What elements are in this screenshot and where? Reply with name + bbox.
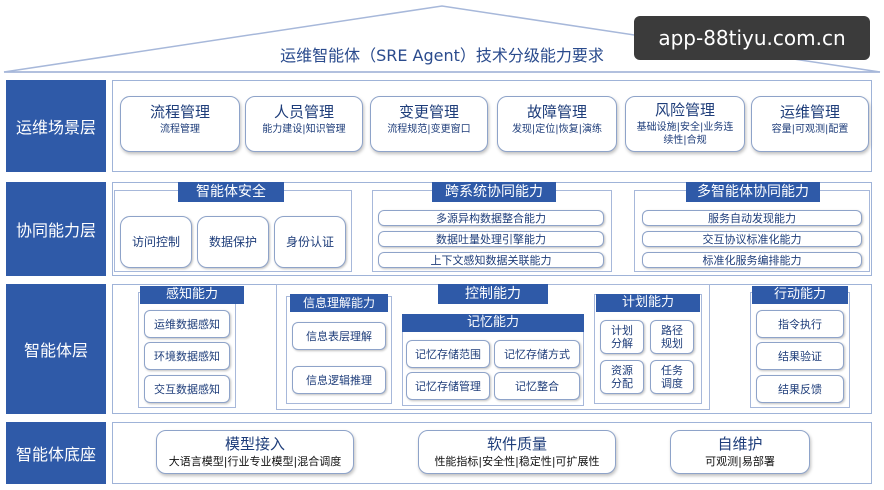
base-item-title: 自维护	[717, 435, 763, 453]
memory-item: 记忆存储范围	[406, 340, 490, 368]
action-item: 指令执行	[756, 310, 844, 338]
scene-item-title: 故障管理	[526, 103, 587, 121]
base-item-sub: 可观测|易部署	[705, 455, 775, 468]
base-item-sub: 性能指标|安全性|稳定性|可扩展性	[434, 455, 600, 468]
planning-header: 计划能力	[596, 294, 700, 312]
base-item: 模型接入 大语言模型|行业专业模型|混合调度	[156, 430, 354, 474]
memory-header: 记忆能力	[402, 314, 584, 332]
scene-item-title: 风险管理	[654, 101, 715, 119]
watermark: app-88tiyu.com.cn	[634, 16, 870, 60]
layer-label-collab: 协同能力层	[6, 182, 106, 276]
layer-label-scene: 运维场景层	[6, 80, 106, 172]
scene-item: 运维管理 容量|可观测|配置	[751, 96, 869, 152]
scene-item-title: 人员管理	[273, 103, 334, 121]
base-item-sub: 大语言模型|行业专业模型|混合调度	[168, 455, 342, 468]
cross-system-header: 跨系统协同能力	[432, 182, 556, 202]
security-header: 智能体安全	[178, 182, 284, 202]
planning-item: 路径规划	[650, 320, 694, 354]
base-item-title: 模型接入	[224, 435, 285, 453]
base-item: 自维护 可观测|易部署	[670, 430, 810, 474]
perception-item: 运维数据感知	[144, 310, 230, 338]
scene-item-sub: 流程管理	[160, 124, 200, 135]
scene-item-sub: 能力建设|知识管理	[262, 124, 346, 135]
multi-agent-item: 标准化服务编排能力	[642, 252, 862, 268]
memory-item: 记忆整合	[494, 372, 580, 400]
action-item: 结果反馈	[756, 375, 844, 403]
security-item: 数据保护	[197, 216, 269, 268]
action-item: 结果验证	[756, 342, 844, 370]
scene-item: 变更管理 流程规范|变更窗口	[370, 96, 488, 152]
perception-item: 环境数据感知	[144, 342, 230, 370]
layer-label-base: 智能体底座	[6, 422, 106, 484]
planning-item: 资源分配	[600, 360, 644, 394]
info-understanding-item: 信息表层理解	[292, 322, 386, 350]
memory-item: 记忆存储管理	[406, 372, 490, 400]
action-header: 行动能力	[752, 286, 848, 304]
scene-item-sub: 容量|可观测|配置	[771, 124, 849, 135]
layer-label-agent: 智能体层	[6, 284, 106, 414]
perception-item: 交互数据感知	[144, 375, 230, 403]
diagram-title: 运维智能体（SRE Agent）技术分级能力要求	[280, 46, 604, 65]
planning-item: 计划分解	[600, 320, 644, 354]
cross-system-item: 上下文感知数据关联能力	[378, 252, 604, 268]
control-header: 控制能力	[438, 284, 548, 304]
cross-system-item: 数据吐量处理引擎能力	[378, 231, 604, 247]
planning-item: 任务调度	[650, 360, 694, 394]
security-item: 访问控制	[120, 216, 192, 268]
scene-item: 流程管理 流程管理	[120, 96, 240, 152]
scene-item-title: 流程管理	[149, 103, 210, 121]
scene-item: 风险管理 基础设施|安全|业务连续性|合规	[625, 96, 745, 152]
cross-system-item: 多源异构数据整合能力	[378, 210, 604, 226]
info-understanding-item: 信息逻辑推理	[292, 366, 386, 394]
security-item: 身份认证	[274, 216, 346, 268]
info-understanding-header: 信息理解能力	[290, 294, 388, 312]
memory-item: 记忆存储方式	[494, 340, 580, 368]
scene-item-sub: 基础设施|安全|业务连续性|合规	[636, 122, 734, 146]
base-item-title: 软件质量	[486, 435, 547, 453]
scene-item-sub: 发现|定位|恢复|演练	[511, 124, 603, 135]
multi-agent-item: 服务自动发现能力	[642, 210, 862, 226]
scene-item: 故障管理 发现|定位|恢复|演练	[497, 96, 617, 152]
scene-item-title: 变更管理	[398, 103, 459, 121]
base-item: 软件质量 性能指标|安全性|稳定性|可扩展性	[418, 430, 616, 474]
multi-agent-item: 交互协议标准化能力	[642, 231, 862, 247]
scene-item-title: 运维管理	[779, 103, 840, 121]
multi-agent-header: 多智能体协同能力	[686, 182, 820, 202]
scene-item-sub: 流程规范|变更窗口	[387, 124, 471, 135]
scene-item: 人员管理 能力建设|知识管理	[245, 96, 363, 152]
perception-header: 感知能力	[140, 286, 244, 304]
